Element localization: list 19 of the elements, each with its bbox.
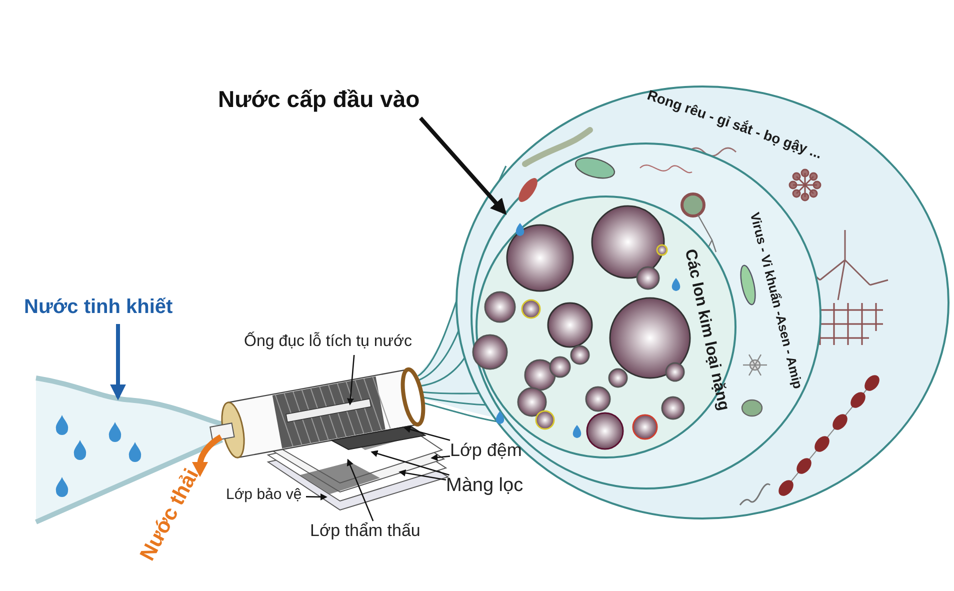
arrow — [370, 450, 450, 476]
callout-label: Nước cấp đầu vào — [218, 86, 450, 118]
part-label: Lớp bảo vệ — [226, 486, 306, 506]
arrow — [110, 324, 126, 400]
arrow — [404, 426, 450, 441]
arrow — [306, 493, 328, 500]
bubble-label: Virus - Vi khuẩn -Asen - Amip — [746, 210, 806, 390]
bubble-label: Rong rêu - gỉ sắt - bọ gậy ... — [645, 86, 824, 162]
part-label: Lớp đệm — [450, 440, 536, 464]
arrow — [419, 116, 507, 215]
arrow — [346, 458, 374, 522]
callout-label: Nước tinh khiết — [24, 296, 216, 324]
part-label: Ống đục lỗ tích tụ nước — [244, 333, 428, 355]
arrow — [346, 354, 355, 406]
arrow — [430, 454, 450, 461]
bubble-label: Các Ion kim loại nặng — [680, 248, 732, 412]
part-label: Lớp thẩm thấu — [310, 521, 446, 545]
arrow — [398, 470, 446, 481]
part-label: Màng lọc — [446, 475, 540, 501]
